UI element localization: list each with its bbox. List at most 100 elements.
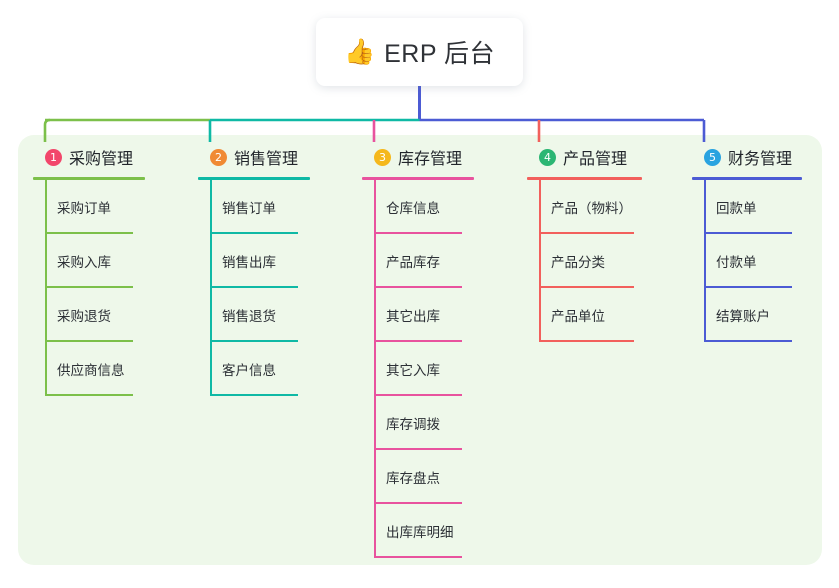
module-item[interactable]: 库存盘点 bbox=[362, 450, 512, 504]
module-item-label: 产品分类 bbox=[551, 255, 605, 270]
module-item[interactable]: 仓库信息 bbox=[362, 180, 512, 234]
column-title: 产品管理 bbox=[563, 151, 628, 168]
module-item-label: 出库库明细 bbox=[386, 525, 454, 540]
thumbs-up-icon: 👍 bbox=[343, 37, 376, 66]
module-item-label: 产品单位 bbox=[551, 309, 605, 324]
module-item-label: 其它入库 bbox=[386, 363, 440, 378]
column-title: 库存管理 bbox=[398, 151, 463, 168]
module-item[interactable]: 库存调拨 bbox=[362, 396, 512, 450]
module-item-label: 采购退货 bbox=[57, 309, 111, 324]
column-items: 采购订单采购入库采购退货供应商信息 bbox=[33, 180, 183, 396]
module-item[interactable]: 销售订单 bbox=[198, 180, 348, 234]
module-item-label: 产品（物料） bbox=[551, 201, 632, 216]
column-spine bbox=[210, 180, 212, 396]
column-items: 仓库信息产品库存其它出库其它入库库存调拨库存盘点出库库明细 bbox=[362, 180, 512, 558]
module-item-label: 采购入库 bbox=[57, 255, 111, 270]
module-item[interactable]: 产品（物料） bbox=[527, 180, 677, 234]
module-column: 1 采购管理采购订单采购入库采购退货供应商信息 bbox=[33, 146, 183, 396]
root-node-title: ERP 后台 bbox=[384, 40, 496, 68]
module-column: 5 财务管理回款单付款单结算账户 bbox=[692, 146, 832, 342]
column-header[interactable]: 3 库存管理 bbox=[362, 146, 512, 168]
column-number-badge: 1 bbox=[45, 148, 62, 166]
column-number-badge: 2 bbox=[210, 148, 227, 166]
module-item[interactable]: 供应商信息 bbox=[33, 342, 183, 396]
module-item[interactable]: 销售退货 bbox=[198, 288, 348, 342]
module-item[interactable]: 采购订单 bbox=[33, 180, 183, 234]
module-item-underline bbox=[374, 232, 462, 234]
module-item-underline bbox=[374, 286, 462, 288]
column-header[interactable]: 1 采购管理 bbox=[33, 146, 183, 168]
module-item-underline bbox=[374, 394, 462, 396]
module-item[interactable]: 付款单 bbox=[692, 234, 832, 288]
module-column: 2 销售管理销售订单销售出库销售退货客户信息 bbox=[198, 146, 348, 396]
root-node[interactable]: 👍 ERP 后台 bbox=[316, 18, 523, 86]
column-header[interactable]: 2 销售管理 bbox=[198, 146, 348, 168]
module-item[interactable]: 产品单位 bbox=[527, 288, 677, 342]
module-item-label: 产品库存 bbox=[386, 255, 440, 270]
module-item-underline bbox=[539, 340, 634, 342]
module-item-underline bbox=[704, 232, 792, 234]
module-item[interactable]: 产品分类 bbox=[527, 234, 677, 288]
column-header-underline bbox=[33, 177, 145, 180]
column-title: 销售管理 bbox=[234, 151, 299, 168]
module-item[interactable]: 出库库明细 bbox=[362, 504, 512, 558]
module-column: 3 库存管理仓库信息产品库存其它出库其它入库库存调拨库存盘点出库库明细 bbox=[362, 146, 512, 558]
module-item-label: 销售订单 bbox=[222, 201, 276, 216]
module-item-underline bbox=[210, 286, 298, 288]
column-header-underline bbox=[198, 177, 310, 180]
column-items: 销售订单销售出库销售退货客户信息 bbox=[198, 180, 348, 396]
module-item-label: 客户信息 bbox=[222, 363, 276, 378]
column-title: 采购管理 bbox=[69, 151, 134, 168]
column-header[interactable]: 5 财务管理 bbox=[692, 146, 832, 168]
module-item[interactable]: 其它入库 bbox=[362, 342, 512, 396]
module-item-label: 销售出库 bbox=[222, 255, 276, 270]
module-item-underline bbox=[45, 286, 133, 288]
module-item-underline bbox=[45, 394, 133, 396]
module-item-underline bbox=[210, 394, 298, 396]
module-item-underline bbox=[374, 502, 462, 504]
module-column: 4 产品管理产品（物料） 产品分类产品单位 bbox=[527, 146, 677, 342]
module-item-underline bbox=[210, 340, 298, 342]
module-item[interactable]: 其它出库 bbox=[362, 288, 512, 342]
column-number-badge: 3 bbox=[374, 148, 391, 166]
column-title: 财务管理 bbox=[728, 151, 793, 168]
module-item-underline bbox=[539, 232, 634, 234]
column-items: 产品（物料） 产品分类产品单位 bbox=[527, 180, 677, 342]
module-item[interactable]: 结算账户 bbox=[692, 288, 832, 342]
module-item-label: 库存盘点 bbox=[386, 471, 440, 486]
column-header-underline bbox=[692, 177, 802, 180]
module-item-label: 供应商信息 bbox=[57, 363, 125, 378]
column-header-underline bbox=[527, 177, 642, 180]
module-item[interactable]: 采购入库 bbox=[33, 234, 183, 288]
column-header[interactable]: 4 产品管理 bbox=[527, 146, 677, 168]
module-item-label: 其它出库 bbox=[386, 309, 440, 324]
module-item-label: 回款单 bbox=[716, 201, 757, 216]
module-item-underline bbox=[374, 556, 462, 558]
module-item-label: 仓库信息 bbox=[386, 201, 440, 216]
column-spine bbox=[539, 180, 541, 342]
module-item[interactable]: 销售出库 bbox=[198, 234, 348, 288]
column-spine bbox=[704, 180, 706, 342]
column-spine bbox=[45, 180, 47, 396]
module-item[interactable]: 客户信息 bbox=[198, 342, 348, 396]
module-item[interactable]: 产品库存 bbox=[362, 234, 512, 288]
module-item-underline bbox=[704, 286, 792, 288]
module-item-label: 采购订单 bbox=[57, 201, 111, 216]
module-item-underline bbox=[539, 286, 634, 288]
column-spine bbox=[374, 180, 376, 558]
column-number-badge: 5 bbox=[704, 148, 721, 166]
modules-panel bbox=[18, 135, 822, 565]
module-item-underline bbox=[374, 448, 462, 450]
module-item-label: 付款单 bbox=[716, 255, 757, 270]
module-item-label: 库存调拨 bbox=[386, 417, 440, 432]
column-number-badge: 4 bbox=[539, 148, 556, 166]
module-item[interactable]: 采购退货 bbox=[33, 288, 183, 342]
column-items: 回款单付款单结算账户 bbox=[692, 180, 832, 342]
module-item[interactable]: 回款单 bbox=[692, 180, 832, 234]
module-item-label: 结算账户 bbox=[716, 309, 770, 324]
module-item-underline bbox=[45, 340, 133, 342]
module-item-underline bbox=[45, 232, 133, 234]
module-item-underline bbox=[374, 340, 462, 342]
module-item-underline bbox=[210, 232, 298, 234]
